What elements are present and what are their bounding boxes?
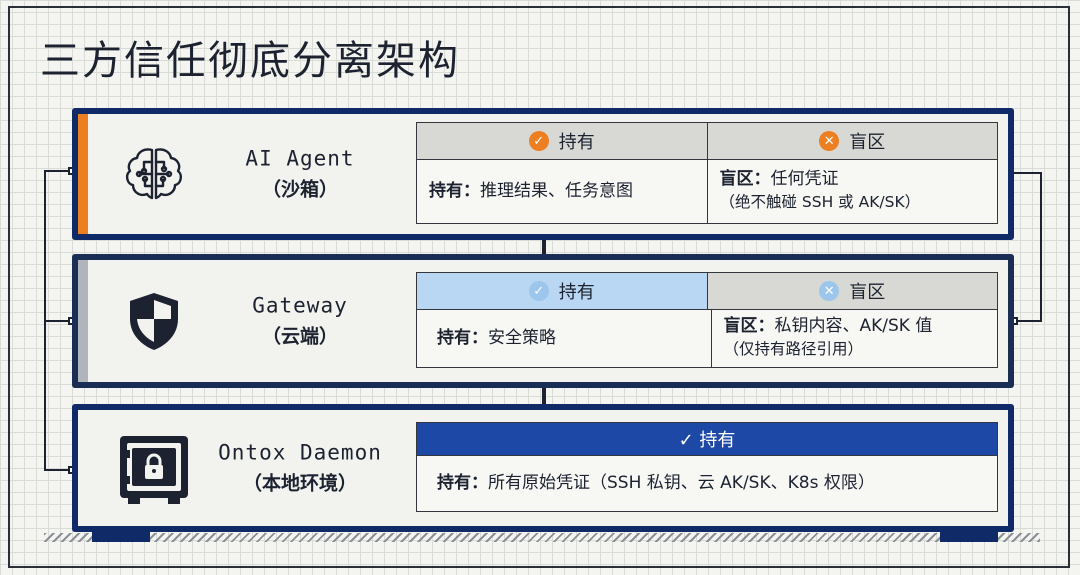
panel-foot-left xyxy=(92,532,150,542)
diagram-frame xyxy=(8,6,1070,568)
daemon-sub: （本地环境） xyxy=(242,472,357,495)
gateway-hold-text: 安全策略 xyxy=(488,327,556,348)
gateway-hold-header: ✓ 持有 xyxy=(417,273,707,309)
gateway-blind-text: 私钥内容、AK/SK 值 xyxy=(774,316,933,337)
gateway-name: Gateway xyxy=(252,293,348,318)
center-link-2 xyxy=(542,386,546,406)
agent-hold-header: ✓ 持有 xyxy=(417,123,707,159)
center-link-1 xyxy=(542,238,546,256)
gateway-sub: （云端） xyxy=(261,325,338,348)
check-circle-icon: ✓ xyxy=(528,131,549,151)
right-connector-stub-2 xyxy=(1014,320,1042,322)
daemon-table: ✓ 持有 持有：所有原始凭证（SSH 私钥、云 AK/SK、K8s 权限） xyxy=(416,422,998,512)
agent-blind-header: ✕ 盲区 xyxy=(706,123,997,159)
agent-hold-header-label: 持有 xyxy=(558,132,595,153)
agent-hold-text: 推理结果、任务意图 xyxy=(480,180,633,201)
agent-table: ✓ 持有 ✕ 盲区 持有：推理结果、任务意图 盲区：任何凭证 （绝不触碰 SSH … xyxy=(416,122,998,224)
daemon-name: Ontox Daemon xyxy=(218,440,382,465)
gateway-blind-cell: 盲区：私钥内容、AK/SK 值 （仅持有路径引用） xyxy=(710,310,998,367)
daemon-hold-cell: 持有：所有原始凭证（SSH 私钥、云 AK/SK、K8s 权限） xyxy=(417,456,997,511)
x-circle-icon: ✕ xyxy=(819,281,840,301)
gateway-blind-note: （仅持有路径引用） xyxy=(723,340,864,359)
gateway-panel: Gateway （云端） ✓ 持有 ✕ 盲区 持有：安全策略 盲区：私钥内容、A xyxy=(72,254,1014,388)
gateway-hold-key: 持有： xyxy=(437,327,488,348)
agent-hold-cell: 持有：推理结果、任务意图 xyxy=(417,160,707,223)
gateway-blind-header: ✕ 盲区 xyxy=(706,273,997,309)
agent-label: AI Agent （沙箱） xyxy=(210,147,390,202)
vault-lock-icon xyxy=(114,428,194,508)
diagram-title: 三方信任彻底分离架构 xyxy=(40,38,460,84)
daemon-panel: Ontox Daemon （本地环境） ✓ 持有 持有：所有原始凭证（SSH 私… xyxy=(72,404,1014,532)
brain-circuit-icon xyxy=(120,140,188,208)
shield-icon xyxy=(120,287,188,355)
left-connector-stub-1 xyxy=(44,170,72,172)
ai-agent-panel: AI Agent （沙箱） ✓ 持有 ✕ 盲区 持有：推理结果、任务意图 盲区： xyxy=(72,108,1014,240)
daemon-hold-text: 所有原始凭证（SSH 私钥、云 AK/SK、K8s 权限） xyxy=(488,472,875,493)
x-circle-icon: ✕ xyxy=(819,131,840,151)
agent-sub: （沙箱） xyxy=(261,178,338,201)
gateway-table: ✓ 持有 ✕ 盲区 持有：安全策略 盲区：私钥内容、AK/SK 值 （仅持有路径引… xyxy=(416,272,998,368)
gateway-blind-header-label: 盲区 xyxy=(849,282,886,303)
daemon-hold-header: ✓ 持有 xyxy=(417,423,997,455)
left-connector-stub-3 xyxy=(44,469,72,471)
right-connector-line xyxy=(1040,172,1042,322)
gateway-hold-header-label: 持有 xyxy=(558,282,595,303)
agent-blind-text: 任何凭证 xyxy=(770,169,839,190)
agent-blind-header-label: 盲区 xyxy=(849,132,886,153)
right-connector-stub-1 xyxy=(1014,172,1042,174)
ground-hatch xyxy=(44,533,1040,542)
agent-blind-note: （绝不触碰 SSH 或 AK/SK） xyxy=(719,193,921,212)
check-circle-icon: ✓ xyxy=(528,281,549,301)
gateway-accent-bar xyxy=(78,260,88,382)
agent-blind-cell: 盲区：任何凭证 （绝不触碰 SSH 或 AK/SK） xyxy=(706,160,998,223)
left-connector-stub-2 xyxy=(44,320,72,322)
agent-accent-bar xyxy=(78,114,88,234)
agent-blind-key: 盲区： xyxy=(719,169,771,190)
gateway-label: Gateway （云端） xyxy=(210,294,390,349)
agent-name: AI Agent xyxy=(245,146,355,171)
gateway-hold-cell: 持有：安全策略 xyxy=(417,310,711,367)
panel-foot-right xyxy=(940,532,998,542)
agent-hold-key: 持有： xyxy=(429,180,480,201)
daemon-label: Ontox Daemon （本地环境） xyxy=(210,441,390,496)
daemon-hold-key: 持有： xyxy=(437,472,488,493)
gateway-blind-key: 盲区： xyxy=(723,316,775,337)
